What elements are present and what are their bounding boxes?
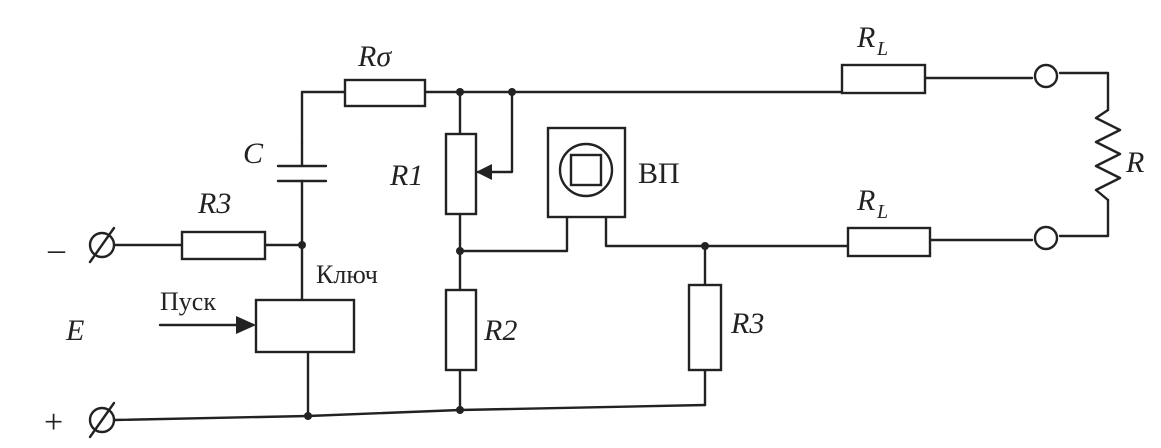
device-vp: [546, 126, 627, 219]
label-r1: R1: [389, 159, 423, 192]
label-key: Ключ: [316, 260, 378, 289]
resistor-r-l-top: [840, 63, 927, 95]
label-r3-left: R3: [197, 187, 231, 220]
junction-dot: [508, 88, 516, 96]
label-r3-right: R3: [730, 307, 764, 340]
label-start: Пуск: [160, 287, 216, 316]
junction-dot: [304, 412, 312, 420]
resistor-r3-right: [687, 283, 723, 372]
label-plus: +: [44, 404, 63, 441]
capacitor: [276, 140, 328, 194]
start-arrowhead-icon: [236, 316, 256, 334]
label-r2: R2: [483, 314, 517, 347]
junction-dot: [456, 88, 464, 96]
terminal-plus: [88, 401, 116, 439]
resistor-r3-left: [180, 230, 267, 261]
terminal-bottom-right: [1033, 225, 1059, 251]
label-capacitor: C: [243, 137, 264, 170]
key-block: [254, 298, 356, 354]
resistor-r-sigma: [343, 78, 427, 108]
junction-dot: [701, 242, 709, 250]
resistor-load-zigzag: [1094, 108, 1122, 202]
label-vp: ВП: [638, 157, 680, 190]
label-r-l-top: R: [856, 21, 875, 54]
wires: [113, 71, 1110, 422]
label-r-l-top-sub: L: [876, 38, 888, 60]
terminal-minus: [88, 226, 116, 264]
wiper-arrowhead: [476, 164, 492, 180]
junction-dot: [456, 406, 464, 414]
junction-dot: [298, 241, 306, 249]
label-r-l-bottom: R: [856, 184, 875, 217]
resistor-r1: [444, 132, 478, 216]
junction-dot: [456, 247, 464, 255]
label-r-load: R: [1125, 146, 1144, 179]
junctions: [298, 88, 709, 420]
label-source: E: [65, 314, 84, 347]
label-r-l-bottom-sub: L: [876, 201, 888, 223]
label-r-sigma: Rσ: [357, 40, 392, 73]
label-minus: –: [47, 231, 66, 268]
resistor-r-l-bottom: [846, 226, 932, 258]
resistor-r2: [444, 288, 478, 372]
terminal-top-right: [1033, 63, 1059, 89]
